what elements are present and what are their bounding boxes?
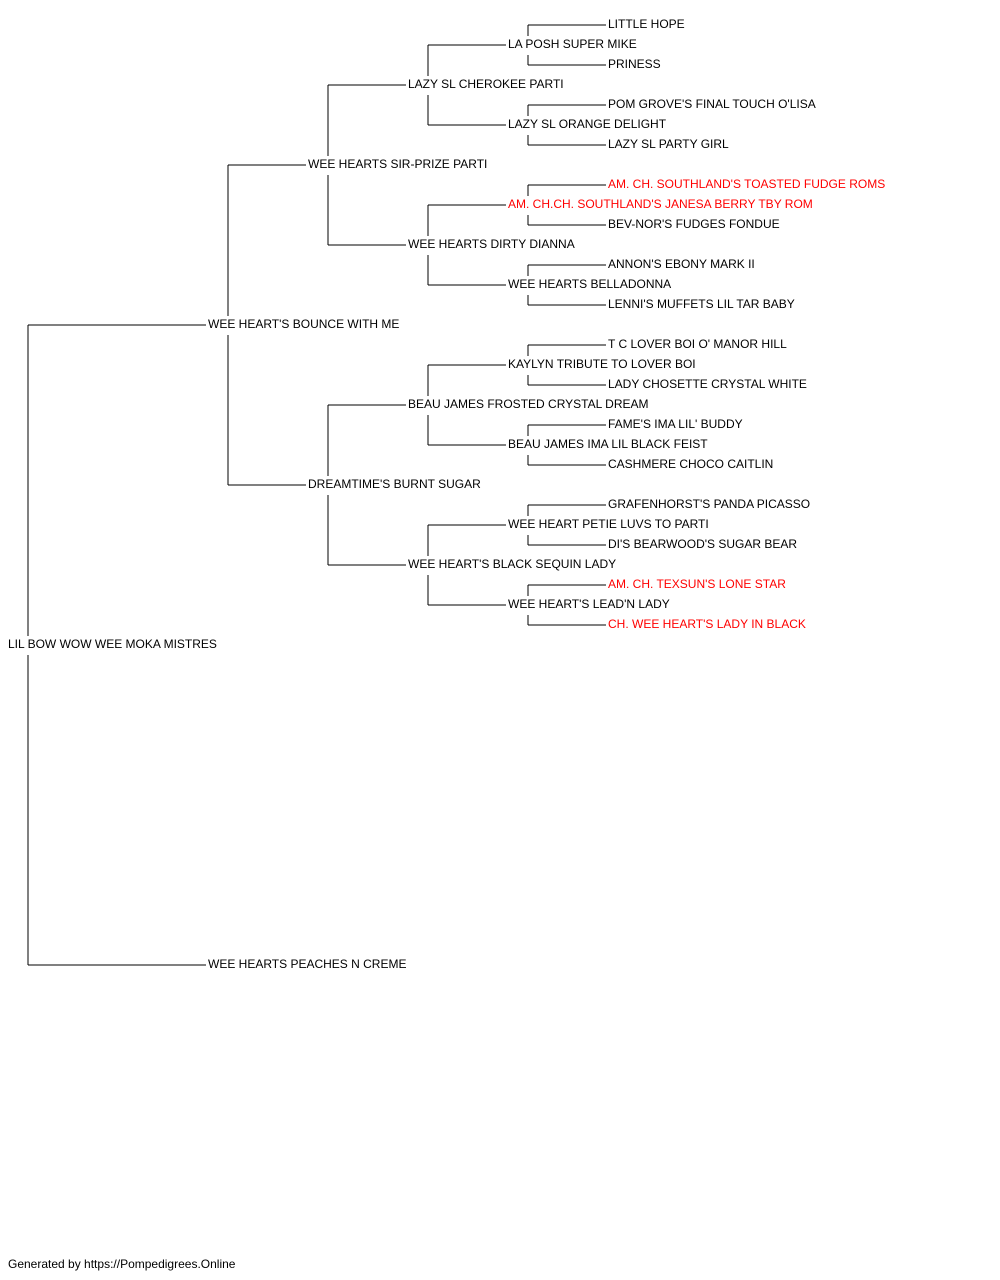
pedigree-dog-name[interactable]: POM GROVE'S FINAL TOUCH O'LISA [606, 97, 818, 111]
pedigree-dog-name[interactable]: DI'S BEARWOOD'S SUGAR BEAR [606, 537, 800, 551]
pedigree-dog-name[interactable]: ANNON'S EBONY MARK II [606, 257, 757, 271]
pedigree-dog-name[interactable]: BEV-NOR'S FUDGES FONDUE [606, 217, 782, 231]
pedigree-dog-name[interactable]: WEE HEART'S LEAD'N LADY [506, 597, 672, 611]
pedigree-dog-name[interactable]: WEE HEART'S BLACK SEQUIN LADY [406, 557, 619, 571]
pedigree-dog-name[interactable]: GRAFENHORST'S PANDA PICASSO [606, 497, 813, 511]
pedigree-dog-name[interactable]: WEE HEART PETIE LUVS TO PARTI [506, 517, 711, 531]
pedigree-dog-name[interactable]: AM. CH.CH. SOUTHLAND'S JANESA BERRY TBY … [506, 197, 815, 211]
pedigree-dog-name[interactable]: AM. CH. TEXSUN'S LONE STAR [606, 577, 788, 591]
pedigree-dog-name[interactable]: LADY CHOSETTE CRYSTAL WHITE [606, 377, 809, 391]
pedigree-dog-name[interactable]: WEE HEARTS PEACHES N CREME [206, 957, 409, 971]
pedigree-dog-name[interactable]: LA POSH SUPER MIKE [506, 37, 639, 51]
pedigree-dog-name[interactable]: T C LOVER BOI O' MANOR HILL [606, 337, 789, 351]
pedigree-dog-name[interactable]: LITTLE HOPE [606, 17, 687, 31]
pedigree-dog-name[interactable]: DREAMTIME'S BURNT SUGAR [306, 477, 483, 491]
pedigree-dog-name[interactable]: FAME'S IMA LIL' BUDDY [606, 417, 745, 431]
pedigree-dog-name[interactable]: AM. CH. SOUTHLAND'S TOASTED FUDGE ROMS [606, 177, 888, 191]
pedigree-dog-name[interactable]: LENNI'S MUFFETS LIL TAR BABY [606, 297, 797, 311]
pedigree-dog-name[interactable]: LAZY SL ORANGE DELIGHT [506, 117, 669, 131]
pedigree-dog-name[interactable]: KAYLYN TRIBUTE TO LOVER BOI [506, 357, 698, 371]
pedigree-dog-name[interactable]: WEE HEARTS BELLADONNA [506, 277, 674, 291]
pedigree-dog-name[interactable]: WEE HEARTS DIRTY DIANNA [406, 237, 577, 251]
pedigree-dog-name[interactable]: WEE HEART'S BOUNCE WITH ME [206, 317, 402, 331]
pedigree-dog-name[interactable]: WEE HEARTS SIR-PRIZE PARTI [306, 157, 490, 171]
pedigree-dog-name[interactable]: LAZY SL CHEROKEE PARTI [406, 77, 566, 91]
footer-credit: Generated by https://Pompedigrees.Online [8, 1257, 236, 1271]
pedigree-dog-name[interactable]: LIL BOW WOW WEE MOKA MISTRES [6, 637, 219, 651]
pedigree-dog-name[interactable]: LAZY SL PARTY GIRL [606, 137, 731, 151]
pedigree-dog-name[interactable]: BEAU JAMES FROSTED CRYSTAL DREAM [406, 397, 651, 411]
pedigree-dog-name[interactable]: CASHMERE CHOCO CAITLIN [606, 457, 776, 471]
pedigree-dog-name[interactable]: PRINESS [606, 57, 663, 71]
pedigree-dog-name[interactable]: BEAU JAMES IMA LIL BLACK FEIST [506, 437, 710, 451]
pedigree-dog-name[interactable]: CH. WEE HEART'S LADY IN BLACK [606, 617, 808, 631]
